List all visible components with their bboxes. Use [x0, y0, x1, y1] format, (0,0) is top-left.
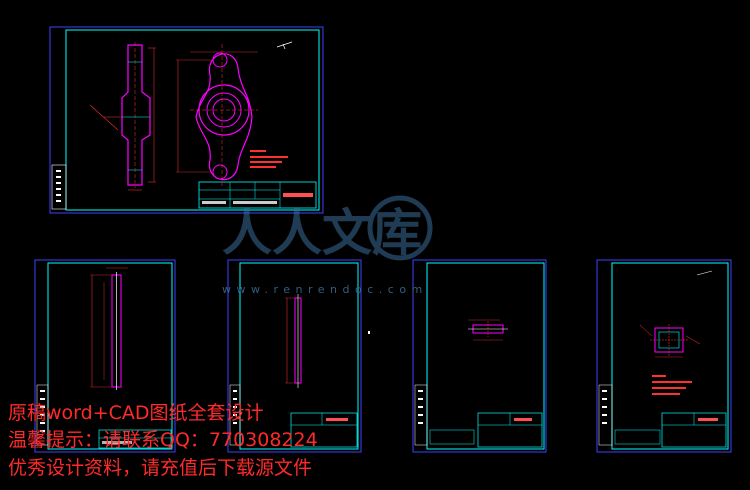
overlay-line-2: 温馨提示：请联系QQ：770308224: [8, 429, 318, 451]
sheet-main-drawing: [49, 26, 324, 214]
sheet-outer-border: [412, 259, 547, 453]
sheet-2: [34, 259, 176, 453]
sheet-frame: [611, 262, 729, 450]
sheet-4: [412, 259, 547, 453]
title-block: [98, 429, 172, 449]
sheet-frame: [426, 262, 545, 450]
sheet-outer-border: [49, 26, 324, 214]
side-table: [51, 164, 67, 210]
stray-mark: [368, 331, 370, 334]
technical-notes: [250, 150, 288, 168]
title-block: [290, 412, 358, 448]
sheet-frame: [47, 262, 173, 450]
side-view: [89, 42, 156, 191]
sheet-outer-border: [34, 259, 176, 453]
watermark-logo: 人人文库: [222, 195, 433, 262]
sheet-frame: [239, 262, 359, 450]
part-view: [285, 294, 302, 388]
technical-notes: [652, 375, 692, 395]
side-table-marks: [56, 170, 61, 202]
roughness-mark: [696, 270, 713, 276]
roughness-mark: [276, 41, 293, 50]
sheet-frame: [65, 29, 320, 211]
front-view: [176, 44, 258, 188]
overlay-line-3: 优秀设计资料，请充值后下载源文件: [8, 457, 313, 479]
sheet-outer-border: [596, 259, 732, 453]
watermark-brand: 人人文库: [222, 204, 422, 262]
part-view: [90, 267, 128, 390]
sheet-3: [227, 259, 362, 453]
overlay-line-1: 原稿word+CAD图纸全套设计: [8, 402, 264, 424]
sheet-5: [596, 259, 732, 453]
title-block: [198, 181, 317, 209]
sheet-outer-border: [227, 259, 362, 453]
watermark-url: www.renrendoc.com: [222, 283, 428, 296]
part-view: [468, 319, 508, 341]
part-view: [639, 324, 701, 358]
